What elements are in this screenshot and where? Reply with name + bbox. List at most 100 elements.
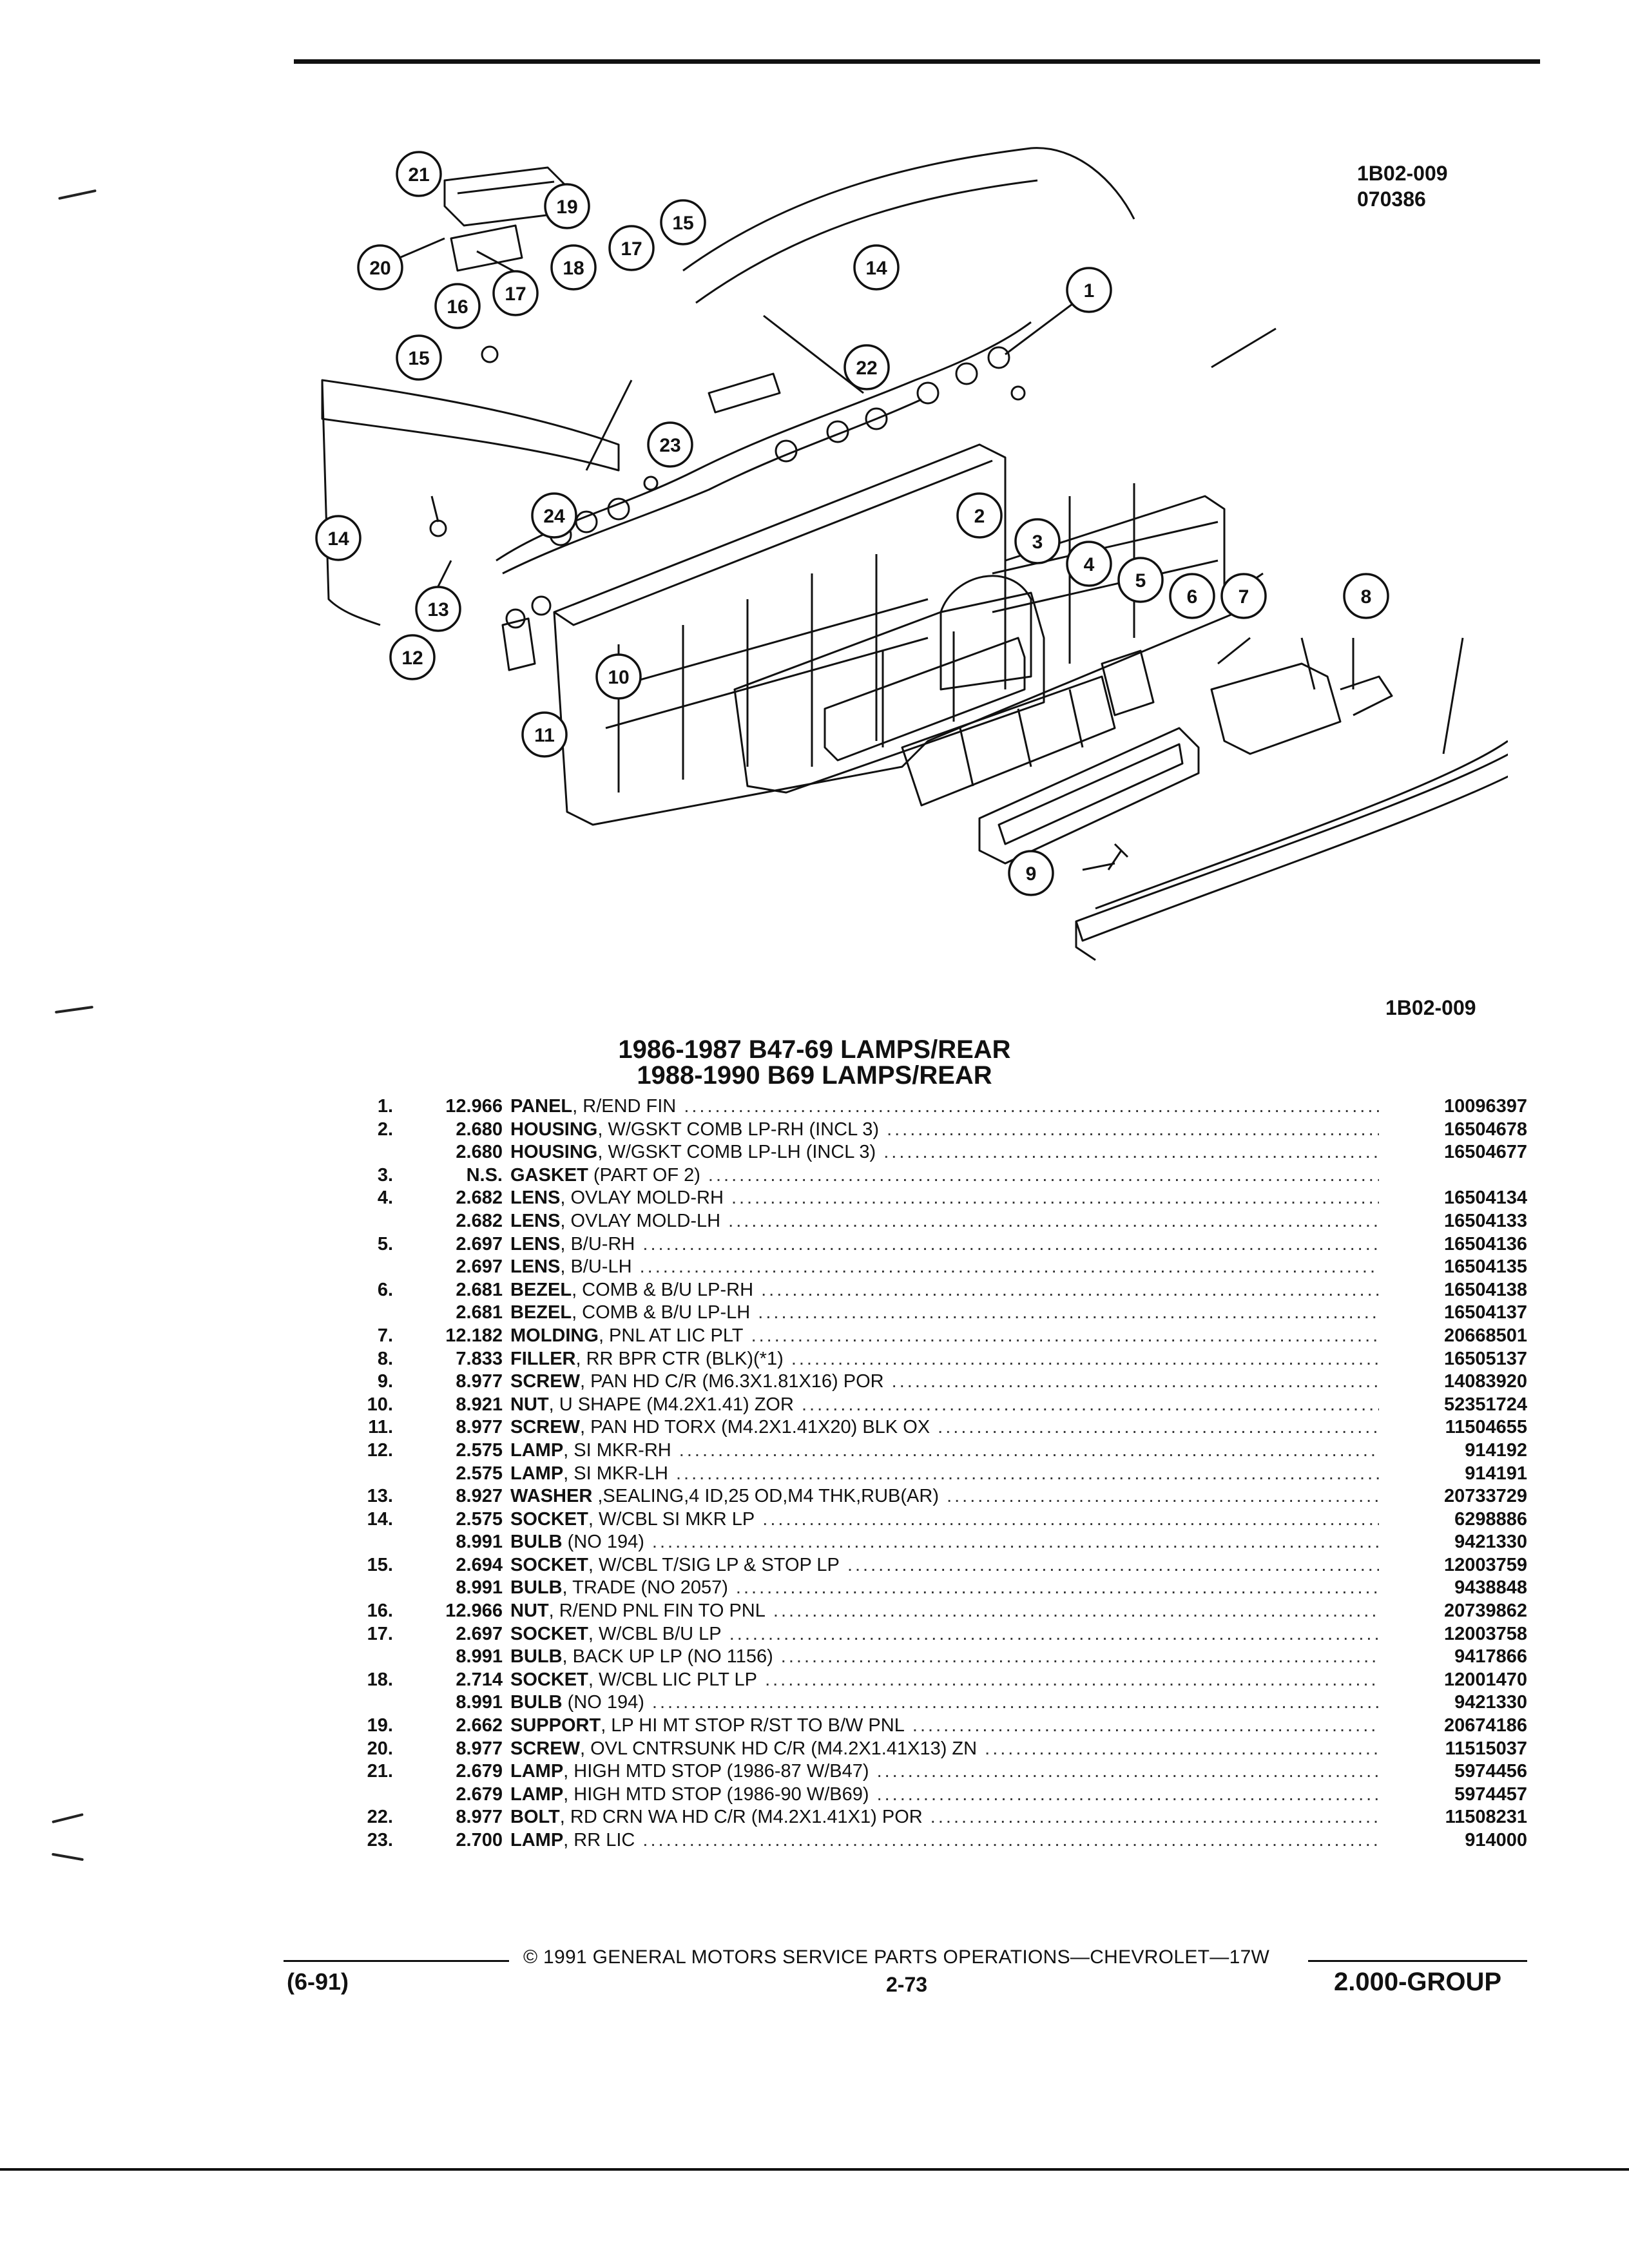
rear-license-lamp-23: [708, 372, 781, 414]
footer-group: 2.000-GROUP: [1334, 1968, 1502, 1996]
part-detail: (PART OF 2): [588, 1164, 700, 1186]
catalog-group: 2.697: [456, 1256, 503, 1278]
part-description: SOCKET, W/CBL B/U LP ...................…: [510, 1623, 1379, 1646]
part-detail: , COMB & B/U LP-RH: [572, 1279, 754, 1300]
body-left-panel: [321, 379, 620, 472]
part-number: 16504136: [1443, 1233, 1527, 1254]
svg-text:11: 11: [534, 725, 555, 746]
catalog-group: 2.694: [456, 1554, 503, 1575]
dot-leader: ........................................…: [985, 1738, 1379, 1759]
part-number: 16504133: [1443, 1210, 1527, 1231]
catalog-group: 8.977: [456, 1807, 503, 1828]
part-detail: , RR BPR CTR (BLK)(*1): [575, 1348, 784, 1369]
dot-leader: ........................................…: [938, 1417, 1379, 1438]
svg-text:20: 20: [369, 258, 390, 279]
top-rule: [294, 59, 1540, 64]
part-description: BULB, BACK UP LP (NO 1156) .............…: [510, 1646, 1379, 1669]
part-detail: , B/U-RH: [560, 1233, 635, 1254]
svg-text:24: 24: [543, 506, 565, 527]
socket: [955, 362, 978, 385]
binder-mark: [58, 189, 97, 200]
item-number: 16.: [367, 1600, 393, 1622]
catalog-group: 7.833: [456, 1348, 503, 1369]
part-detail: , W/CBL SI MKR LP: [588, 1508, 755, 1530]
body-curve-inner: [695, 179, 1038, 304]
dot-leader: ........................................…: [642, 1233, 1379, 1254]
callout-4: 4: [1066, 541, 1112, 587]
part-detail: (NO 194): [562, 1532, 644, 1553]
svg-text:14: 14: [865, 258, 887, 279]
side-marker-lamp-12: [501, 617, 536, 671]
svg-text:19: 19: [556, 197, 577, 218]
svg-text:6: 6: [1187, 586, 1198, 608]
wiring-harness: [496, 321, 1032, 562]
part-description: BEZEL, COMB & B/U LP-LH ................…: [510, 1302, 1379, 1325]
dot-leader: ........................................…: [765, 1669, 1379, 1690]
callout-8: 8: [1343, 573, 1389, 619]
svg-text:12: 12: [401, 648, 423, 669]
callout-19: 19: [544, 183, 590, 229]
part-number: 9438848: [1454, 1577, 1527, 1599]
dot-leader: ........................................…: [735, 1577, 1379, 1599]
lamp-housing: [733, 591, 1045, 794]
backup-lens: [1101, 649, 1155, 716]
part-description: PANEL, R/END FIN .......................…: [510, 1095, 1379, 1119]
part-name: SCREW: [510, 1738, 580, 1759]
catalog-group: 2.714: [456, 1669, 503, 1690]
callout-5: 5: [1117, 557, 1164, 603]
callout-12: 12: [389, 634, 436, 680]
part-name: LENS: [510, 1256, 561, 1278]
part-description: LAMP, HIGH MTD STOP (1986-90 W/B69) ....…: [510, 1783, 1379, 1807]
dot-leader: ........................................…: [876, 1783, 1379, 1805]
table-row: 3.N.S.GASKET (PART OF 2) ...............…: [342, 1164, 1527, 1187]
catalog-group: 2.662: [456, 1715, 503, 1736]
catalog-group: N.S.: [466, 1164, 503, 1186]
catalog-group: 2.681: [456, 1279, 503, 1300]
svg-text:16: 16: [447, 296, 468, 318]
catalog-group: 8.991: [456, 1532, 503, 1553]
part-detail: , U SHAPE (M4.2X1.41) ZOR: [548, 1394, 794, 1415]
part-number: 16504135: [1443, 1256, 1527, 1278]
dot-leader: ........................................…: [728, 1210, 1379, 1231]
molding-tab: [1340, 675, 1393, 716]
part-number: 9421330: [1454, 1532, 1527, 1553]
part-name: BOLT: [510, 1807, 560, 1828]
part-name: LAMP: [510, 1761, 564, 1782]
svg-text:9: 9: [1026, 863, 1037, 885]
catalog-group: 2.575: [456, 1463, 503, 1484]
part-detail: , RD CRN WA HD C/R (M4.2X1.41X1) POR: [559, 1807, 923, 1828]
part-name: SOCKET: [510, 1554, 588, 1575]
part-number: 16504677: [1443, 1142, 1527, 1163]
nut-16: [481, 345, 499, 363]
part-name: SUPPORT: [510, 1715, 601, 1736]
part-name: LENS: [510, 1187, 561, 1209]
dot-leader: ........................................…: [651, 1532, 1379, 1553]
dot-leader: ........................................…: [887, 1119, 1379, 1140]
catalog-group: 2.680: [456, 1119, 503, 1140]
rear-end-panel-top: [554, 459, 993, 626]
callout-16: 16: [434, 283, 481, 329]
part-description: BEZEL, COMB & B/U LP-RH ................…: [510, 1279, 1379, 1302]
part-name: HOUSING: [510, 1119, 598, 1140]
part-name: BULB: [510, 1577, 563, 1599]
part-detail: , R/END FIN: [572, 1096, 677, 1117]
part-name: BULB: [510, 1532, 563, 1553]
callout-group: 21 20 19 15 17 18 14 16 17 1 15 22 23 24…: [315, 151, 1389, 896]
dot-leader: ........................................…: [731, 1187, 1379, 1209]
screw-9: [1107, 843, 1129, 870]
catalog-group: 2.679: [456, 1783, 503, 1805]
part-number: 11515037: [1445, 1738, 1527, 1759]
item-number: 2.: [377, 1119, 393, 1140]
part-description: SUPPORT, LP HI MT STOP R/ST TO B/W PNL .…: [510, 1715, 1379, 1738]
part-description: SCREW, PAN HD C/R (M6.3X1.81X16) POR ...…: [510, 1370, 1379, 1394]
catalog-group: 2.697: [456, 1233, 503, 1254]
part-description: SOCKET, W/CBL LIC PLT LP ...............…: [510, 1669, 1379, 1692]
